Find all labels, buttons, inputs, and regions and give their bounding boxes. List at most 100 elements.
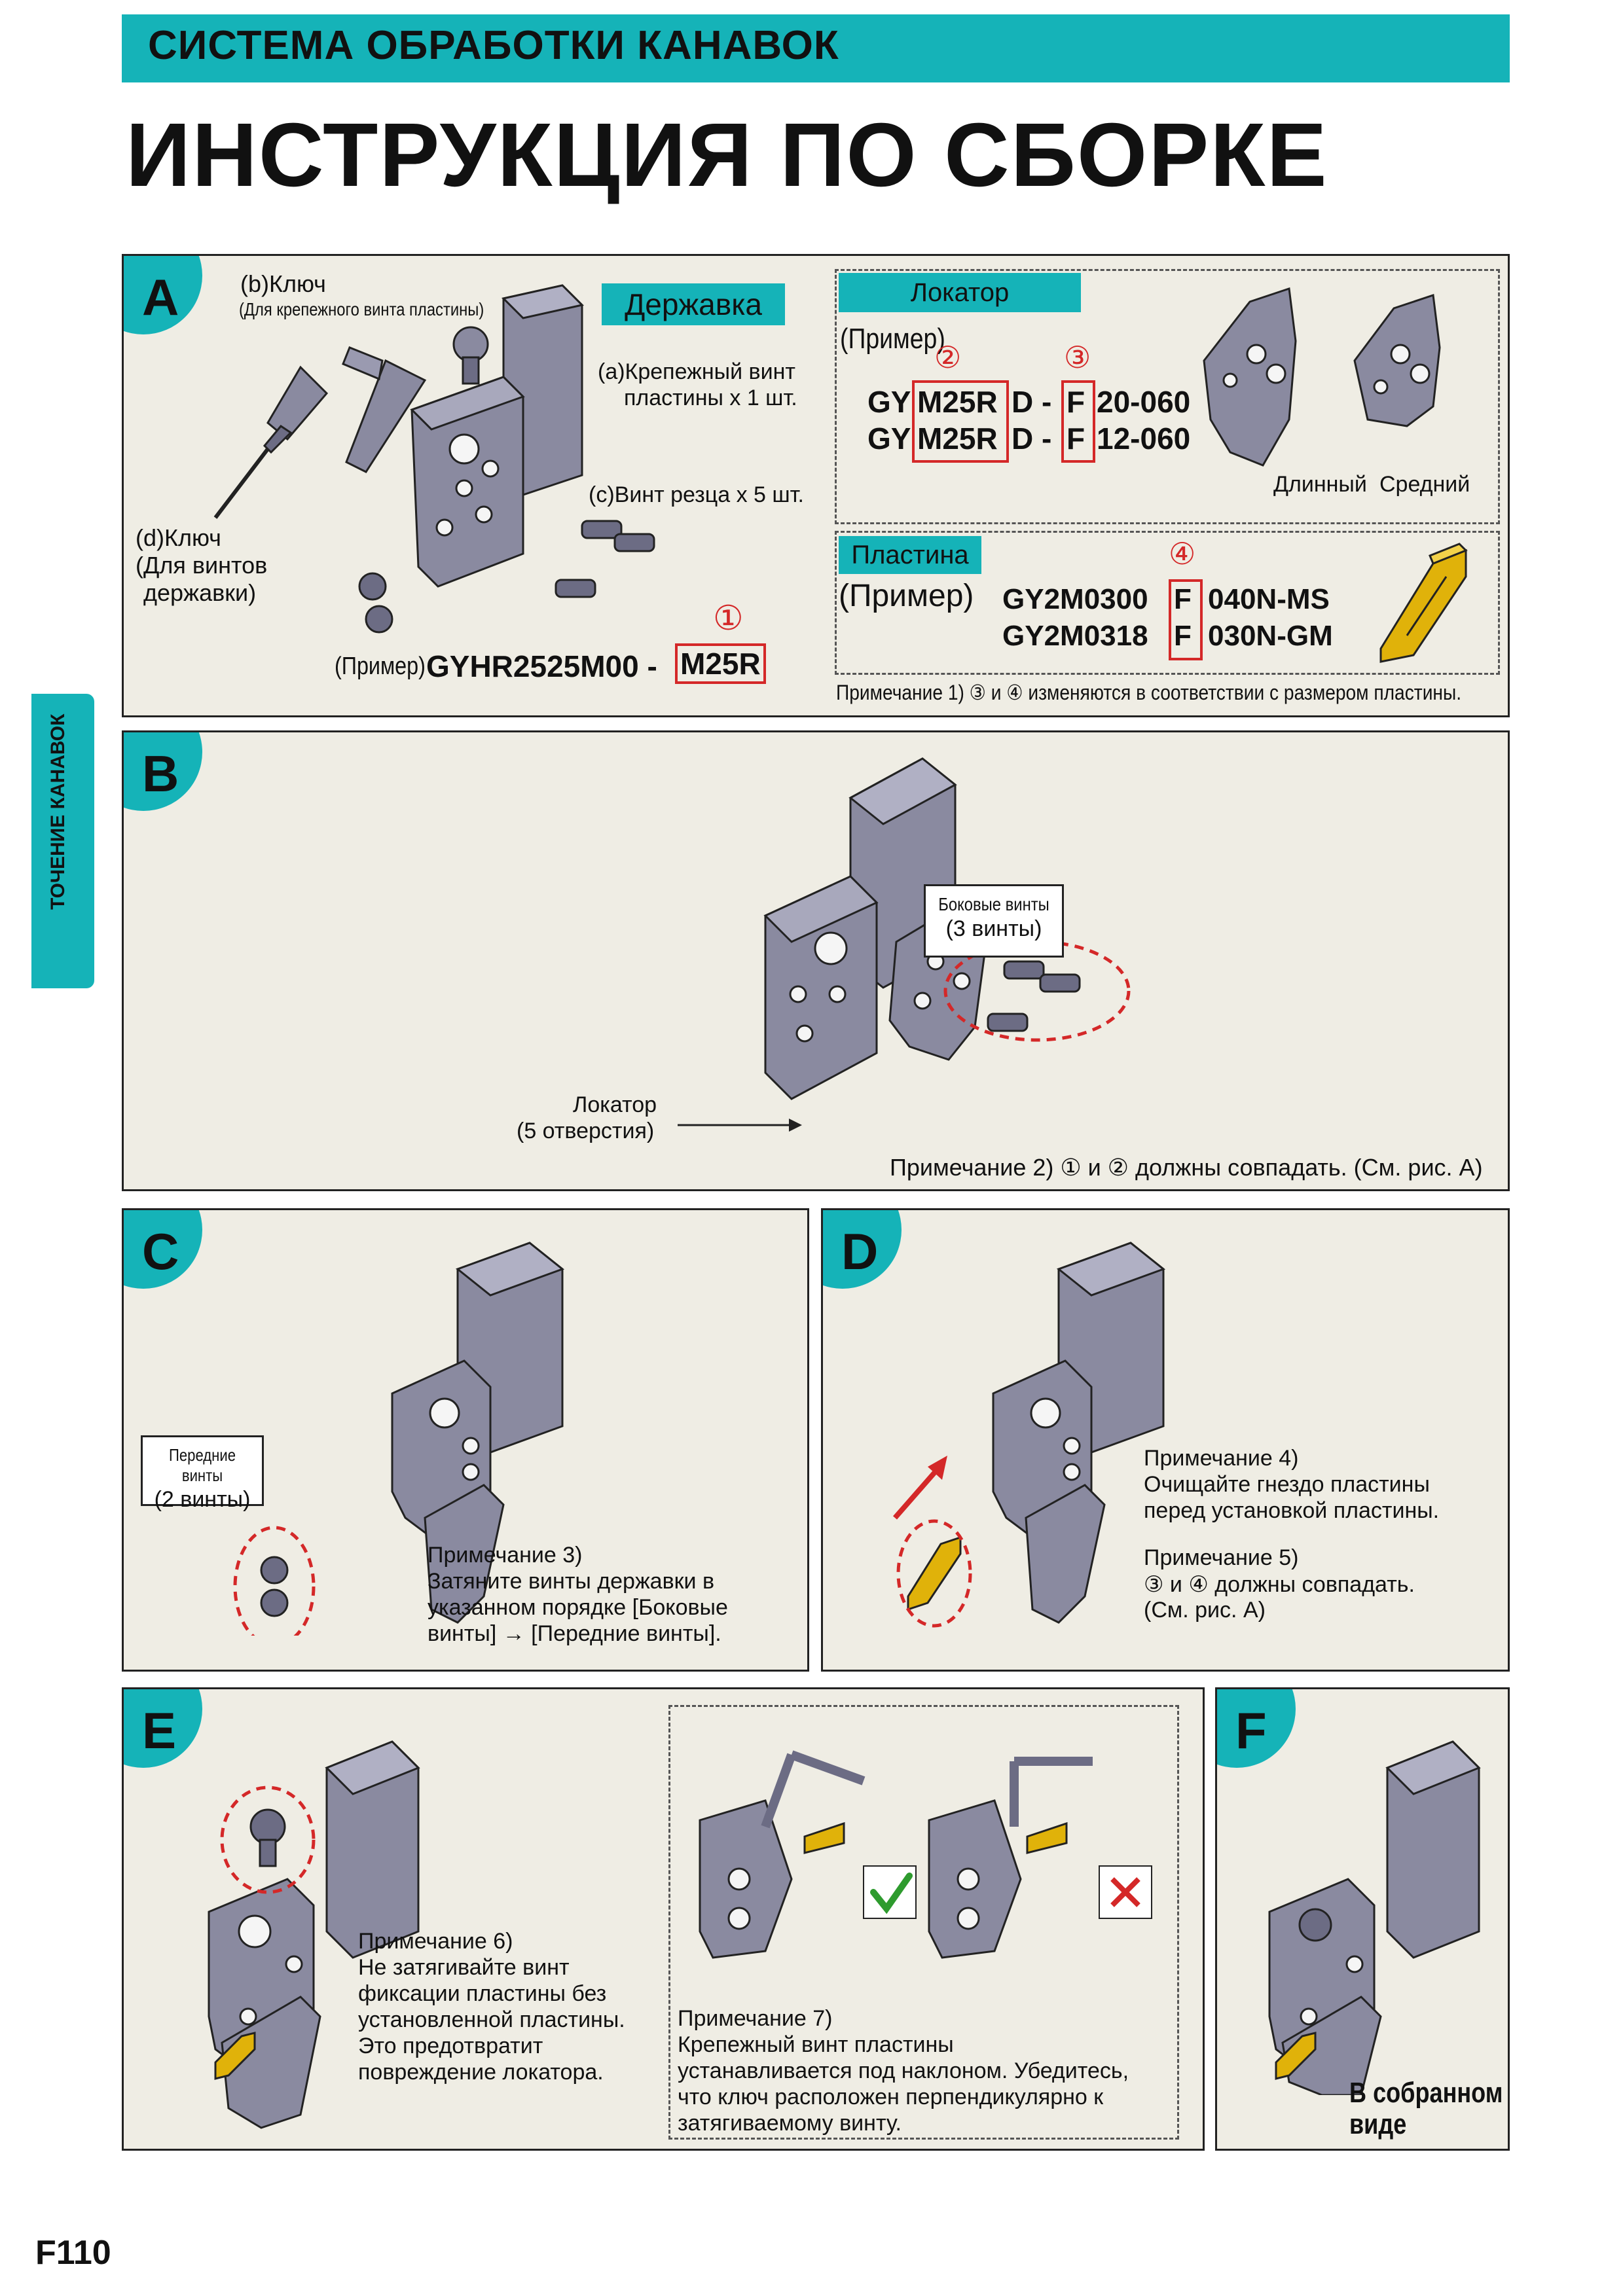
holder-locator-illustration [763, 757, 1131, 1100]
note-2: Примечание 2) ① и ② должны совпадать. (С… [890, 1154, 1483, 1181]
note-6-line4: Это предотвратит [358, 2034, 543, 2058]
front-screws-callout: Передние винты (2 винты) [141, 1435, 264, 1512]
header-bar [122, 14, 1510, 82]
assembled-line2: виде [1349, 2108, 1407, 2140]
panel-letter: A [142, 268, 179, 326]
note-4-line2: перед установкой пластины. [1144, 1498, 1440, 1523]
locator-illustration [1203, 287, 1441, 467]
long-locator-icon [1203, 287, 1297, 467]
cutter-screws-icon [555, 520, 655, 598]
key-b-sublabel: (Для крепежного винта пластины) [239, 299, 484, 319]
holder-code: GYHR2525M00 - [426, 649, 657, 683]
insert-icon [1275, 2032, 1317, 2080]
key-d-line2: (Для винтов [136, 552, 268, 579]
holder-screw-illustration [208, 1740, 420, 2129]
loc-row1-gy: GY [867, 385, 911, 419]
circle-1: ① [713, 600, 744, 637]
locator-box [835, 269, 1500, 524]
long-label: Длинный [1273, 472, 1367, 497]
panel-letter: F [1235, 1702, 1267, 1759]
note-6-line3: установленной пластины. [358, 2007, 625, 2032]
side-screws-callout: Боковые винты (3 винты) [924, 884, 1064, 958]
ins-row2-f: F [1174, 620, 1192, 652]
ins-row2-a: GY2M0318 [1002, 620, 1148, 652]
screw-a-line1: (a)Крепежный винт [598, 359, 795, 384]
side-tab [31, 694, 94, 988]
note-4-line1: Очищайте гнездо пластины [1144, 1472, 1430, 1497]
page-title: ИНСТРУКЦИЯ ПО СБОРКЕ [126, 105, 1328, 206]
loc-row2-m: M25R [917, 422, 998, 456]
page-number: F110 [35, 2234, 111, 2272]
ins-row1-b: 040N-MS [1208, 583, 1330, 615]
incorrect-wrench-icon [928, 1757, 1093, 1959]
holder-screw-icon [358, 572, 393, 634]
holder-example-prefix: (Пример) [335, 653, 426, 680]
note-7-line2: устанавливается под наклоном. Убедитесь, [678, 2058, 1129, 2083]
loc-row2-gy: GY [867, 422, 911, 456]
note-6-line5: повреждение локатора. [358, 2060, 604, 2085]
note-6-line2: фиксации пластины без [358, 1981, 607, 2006]
loc-row2-f: F [1067, 422, 1085, 456]
note-3-line2: указанном порядке [Боковые [428, 1595, 728, 1620]
screw-a-line2: пластины x 1 шт. [624, 386, 797, 410]
panel-e: E Примечание 6) Не затягивайте винт фикс… [122, 1687, 1205, 2151]
insert-placement-illustration [892, 1242, 1166, 1628]
ins-row2-b: 030N-GM [1208, 620, 1333, 652]
holder-illustration [358, 284, 655, 634]
category-heading: СИСТЕМА ОБРАБОТКИ КАНАВОК [148, 23, 839, 68]
screw-c-label: (c)Винт резца x 5 шт. [589, 482, 804, 507]
panel-letter: C [142, 1223, 179, 1280]
side-screws-icon [987, 960, 1081, 1032]
assembled-line1: В собранном [1349, 2077, 1503, 2109]
insert-label: Пластина [839, 536, 981, 574]
loc-row2-end: 12-060 [1097, 422, 1191, 456]
f-frame [1061, 380, 1095, 463]
clamp-screw-icon [249, 1808, 286, 1867]
note-3-line1: Затяните винты державки в [428, 1569, 715, 1594]
hex-key-icon [342, 346, 427, 473]
insert-screw-icon [452, 326, 489, 385]
holder-code-box: M25R [675, 643, 766, 684]
note-4-title: Примечание 4) [1144, 1446, 1299, 1471]
note-6-line1: Не затягивайте винт [358, 1955, 570, 1980]
insert-illustration [1379, 543, 1468, 663]
locator-example-prefix: (Пример) [840, 323, 945, 355]
side-tab-label: ТОЧЕНИЕ КАНАВОК [47, 713, 69, 910]
note-5-title: Примечание 5) [1144, 1545, 1299, 1570]
direction-arrow-icon [892, 1456, 947, 1520]
note-5-line1: ③ и ④ должны совпадать. [1144, 1572, 1415, 1597]
key-d-line1: (d)Ключ [136, 524, 221, 551]
front-screws-line2: (2 винты) [154, 1487, 251, 1512]
insert-icon [1379, 543, 1468, 663]
side-screws-line2: (3 винты) [945, 916, 1042, 941]
note-3-title: Примечание 3) [428, 1543, 583, 1568]
panel-b: B Боковые винты (3 винты) Локатор (5 отв… [122, 730, 1510, 1191]
medium-locator-icon [1353, 293, 1441, 427]
check-icon [863, 1865, 917, 1919]
insert-box [835, 531, 1500, 675]
panel-c: C Передние винты (2 винты) Примечание 3)… [122, 1208, 809, 1672]
front-screws-line1: Передние винты [168, 1445, 236, 1485]
note-6-title: Примечание 6) [358, 1929, 513, 1954]
tools-illustration [213, 346, 427, 519]
holder-label: Державка [602, 283, 785, 325]
side-screws-line1: Боковые винты [938, 894, 1049, 914]
note-7-title: Примечание 7) [678, 2006, 833, 2031]
locator-callout-line1: Локатор [573, 1092, 657, 1117]
holder-front-illustration [233, 1242, 565, 1636]
panel-f: F В собранном виде [1215, 1687, 1510, 2151]
correct-wrench-icon [699, 1750, 866, 1959]
loc-row1-end: 20-060 [1097, 385, 1191, 419]
insert-f-frame [1169, 579, 1203, 660]
insert-example-prefix: (Пример) [839, 579, 974, 613]
panel-d: D Примечание 4) Очищайте гнездо пластины… [821, 1208, 1510, 1672]
locator-label: Локатор [839, 273, 1081, 312]
insert-icon [214, 2032, 256, 2080]
insert-icon [907, 1535, 962, 1611]
note-5-line2: (См. рис. A) [1144, 1598, 1266, 1623]
panel-letter: D [841, 1223, 879, 1280]
ins-row1-a: GY2M0300 [1002, 583, 1148, 615]
loc-row1-d: D - [1012, 385, 1052, 419]
cross-icon [1099, 1865, 1152, 1919]
key-d-line3: державки) [143, 579, 257, 606]
